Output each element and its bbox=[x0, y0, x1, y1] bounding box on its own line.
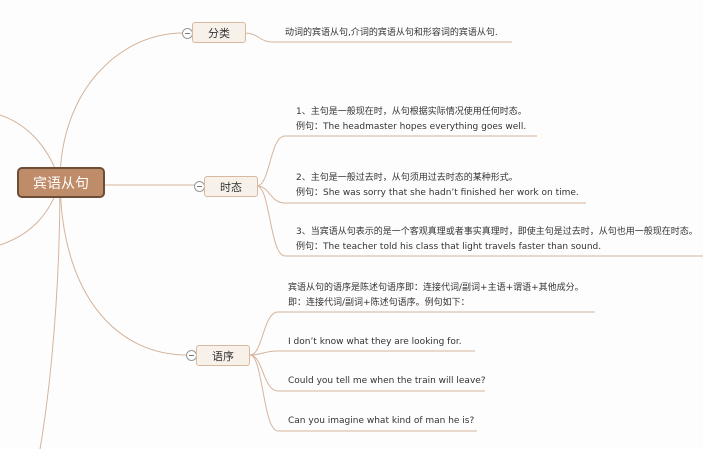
connector-offscreen-bottom bbox=[39, 181, 61, 449]
leaf-line: 3、当宾语从句表示的是一个客观真理或者事实真理时，即使主句是过去时，从句也用一般… bbox=[296, 227, 698, 237]
leaf-line: 即：连接代词/副词+陈述句语序。例句如下： bbox=[288, 297, 470, 308]
leaf-yuxu-4[interactable]: Can you imagine what kind of man he is? bbox=[288, 414, 474, 429]
leaf-line: 例句：She was sorry that she hadn’t finishe… bbox=[296, 187, 579, 198]
leaf-line: 1、主句是一般现在时，从句根据实际情况使用任何时态。 bbox=[296, 107, 527, 117]
leaf-line: 例句：The headmaster hopes everything goes … bbox=[296, 121, 527, 132]
leaf-yuxu-1[interactable]: 宾语从句的语序是陈述句语序即：连接代词/副词+主语+谓语+其他成分。即：连接代词… bbox=[288, 281, 584, 310]
leaf-line-fenlei-1 bbox=[244, 32, 512, 43]
topic-label: 时态 bbox=[220, 180, 242, 194]
leaf-line-yuxu-4 bbox=[249, 354, 477, 432]
root-label: 宾语从句 bbox=[33, 175, 89, 192]
leaf-yuxu-3[interactable]: Could you tell me when the train will le… bbox=[288, 374, 486, 389]
connector-yuxu bbox=[59, 181, 188, 356]
root-node[interactable]: 宾语从句 bbox=[17, 167, 105, 198]
leaf-line: 2、主句是一般过去时，从句须用过去时态的某种形式。 bbox=[296, 173, 518, 183]
topic-yuxu[interactable]: 语序 bbox=[196, 345, 250, 366]
leaf-line: 宾语从句的语序是陈述句语序即：连接代词/副词+主语+谓语+其他成分。 bbox=[288, 283, 584, 293]
leaf-yuxu-2[interactable]: I don’t know what they are looking for. bbox=[288, 335, 462, 350]
leaf-line-yuxu-2 bbox=[249, 350, 475, 356]
leaf-line-shitai-2 bbox=[256, 185, 586, 204]
topic-fenlei[interactable]: 分类 bbox=[192, 22, 246, 43]
leaf-fenlei-1[interactable]: 动词的宾语从句,介词的宾语从句和形容词的宾语从句. bbox=[285, 26, 498, 41]
leaf-line: 动词的宾语从句,介词的宾语从句和形容词的宾语从句. bbox=[285, 28, 498, 38]
leaf-shitai-3[interactable]: 3、当宾语从句表示的是一个客观真理或者事实真理时，即使主句是过去时，从句也用一般… bbox=[296, 225, 698, 254]
leaf-line: Could you tell me when the train will le… bbox=[288, 376, 486, 386]
leaf-line-yuxu-3 bbox=[249, 354, 485, 392]
leaf-line-yuxu-1 bbox=[249, 311, 595, 356]
leaf-line: 例句：The teacher told his class that light… bbox=[296, 241, 602, 252]
connector-fenlei bbox=[59, 32, 184, 183]
leaf-shitai-2[interactable]: 2、主句是一般过去时，从句须用过去时态的某种形式。例句：She was sorr… bbox=[296, 171, 579, 200]
topic-label: 分类 bbox=[208, 26, 230, 40]
leaf-line-shitai-1 bbox=[256, 135, 537, 187]
topic-label: 语序 bbox=[212, 349, 234, 363]
leaf-shitai-1[interactable]: 1、主句是一般现在时，从句根据实际情况使用任何时态。例句：The headmas… bbox=[296, 105, 527, 134]
leaf-line: I don’t know what they are looking for. bbox=[288, 337, 462, 347]
leaf-line: Can you imagine what kind of man he is? bbox=[288, 416, 475, 426]
leaf-line-shitai-3 bbox=[256, 185, 703, 257]
topic-shitai[interactable]: 时态 bbox=[204, 176, 258, 197]
